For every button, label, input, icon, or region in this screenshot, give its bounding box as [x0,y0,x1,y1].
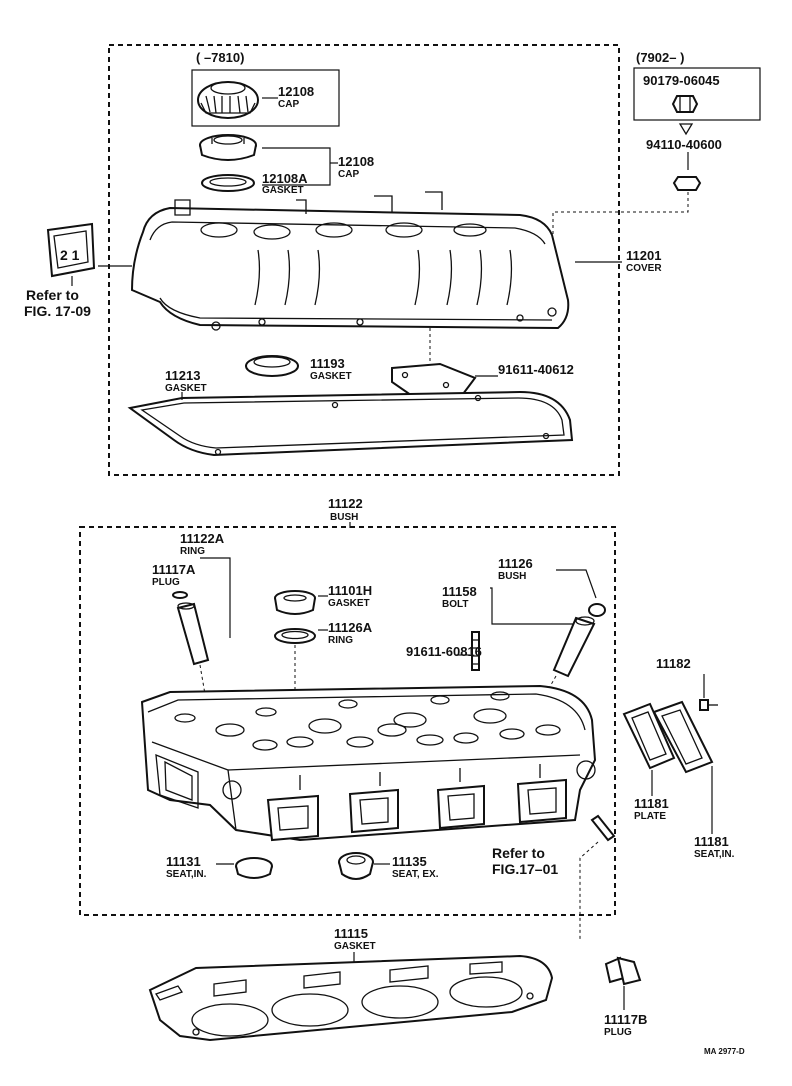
cover-part [130,191,570,331]
cover-name: COVER [626,263,662,274]
nut-90179-number: 90179-06045 [643,73,720,88]
cap-upper-name: CAP [278,99,299,110]
ring-11122a-name: PLUG [152,577,180,588]
ring-11122a-number: 11117A [152,562,196,577]
cover-gasket-number: 11213 [165,368,200,383]
cylinder-head-part [140,684,597,842]
gasket-11193-part [245,355,299,377]
gasket-11182-name: PLATE [634,811,666,822]
cap-gasket-part [201,174,255,192]
refer-head-line2: FIG.17–01 [492,861,558,877]
bush-11122-part [176,602,210,666]
ring-11126a-name: BUSH [498,571,526,582]
ring-11122a-part [172,591,188,599]
plate-11181-part [652,700,714,774]
seat-ex-part [338,852,374,880]
cap-gasket-name: GASKET [262,185,304,196]
head-gasket-number: 11115 [334,926,368,941]
cap-upper-box [191,69,340,127]
head-gasket-part [148,954,554,1042]
bush-11126-number: 11158 [442,584,477,599]
svg-text:2 1: 2 1 [60,247,80,263]
bolt-11158-part [471,631,480,671]
gasket-11101h-part [274,628,316,644]
cap-gasket-number: 12108A [262,171,308,186]
date-range-left: ( –7810) [196,50,244,65]
gasket-11182-part [622,702,676,770]
cover-gasket-part [127,390,574,457]
seat-in-number: 11131 [166,854,201,869]
bolt-60816-number: 11182 [656,656,691,671]
cap-lower-name: CAP [338,169,359,180]
stud-part [590,814,616,842]
head-number: 11122 [328,496,363,511]
cover-group-frame [108,44,620,476]
cap-lower-part [199,134,257,161]
plate-11181-name: SEAT,IN. [694,849,735,860]
gasket-11182-number: 11181 [634,796,669,811]
cap-upper-number: 12108 [278,84,314,99]
head-group-frame [79,526,616,916]
seat-in-part [235,857,273,879]
bush-11126-part [552,616,596,678]
cover-number: 11201 [626,248,661,263]
bush-11122-number: 11122A [180,531,225,546]
seat-in-name: SEAT,IN. [166,869,207,880]
cap-upper-part [197,81,259,119]
refer-side-line2: FIG. 17-09 [24,303,91,319]
plug-11117a-part [274,590,316,615]
refer-side-line1: Refer to [26,287,79,303]
refer-head-line1: Refer to [492,845,545,861]
plate-11181-number: 11181 [694,834,729,849]
bush-11122-name: RING [180,546,205,557]
head-name: BUSH [330,512,358,523]
separator-number: 91611-40612 [498,362,574,377]
ring-11126a-part [588,603,606,617]
cap-lower-number: 12108 [338,154,374,169]
nut-90179-part [671,95,699,113]
gasket-11193-number: 11193 [310,356,345,371]
cover-gasket-name: GASKET [165,383,207,394]
bolt-60816-part [699,699,718,711]
plug-11117b-name: PLUG [604,1027,632,1038]
gasket-11193-name: GASKET [310,371,352,382]
date-range-right: (7902– ) [636,50,684,65]
gasket-11101h-number: 11126A [328,620,373,635]
washer-94110-number: 94110-40600 [646,137,722,152]
plug-11117b-number: 11117B [604,1012,647,1027]
refer-fig-1709-badge: 2 1 [46,222,96,278]
head-gasket-name: GASKET [334,941,376,952]
footer-code: MA 2977-D [704,1047,745,1056]
nut-box [633,67,761,121]
gasket-11101h-name: RING [328,635,353,646]
seat-ex-number: 11135 [392,854,427,869]
bush-11126-name: BOLT [442,599,468,610]
arrow-down-icon [678,123,694,136]
plug-11117b-part [604,956,642,986]
washer-94110-part [672,176,702,191]
seat-ex-name: SEAT, EX. [392,869,439,880]
bolt-11158-number: 91611-60816 [406,644,482,659]
ring-11126a-number: 11126 [498,556,533,571]
plug-11117a-number: 11101H [328,583,372,598]
plug-11117a-name: GASKET [328,598,370,609]
